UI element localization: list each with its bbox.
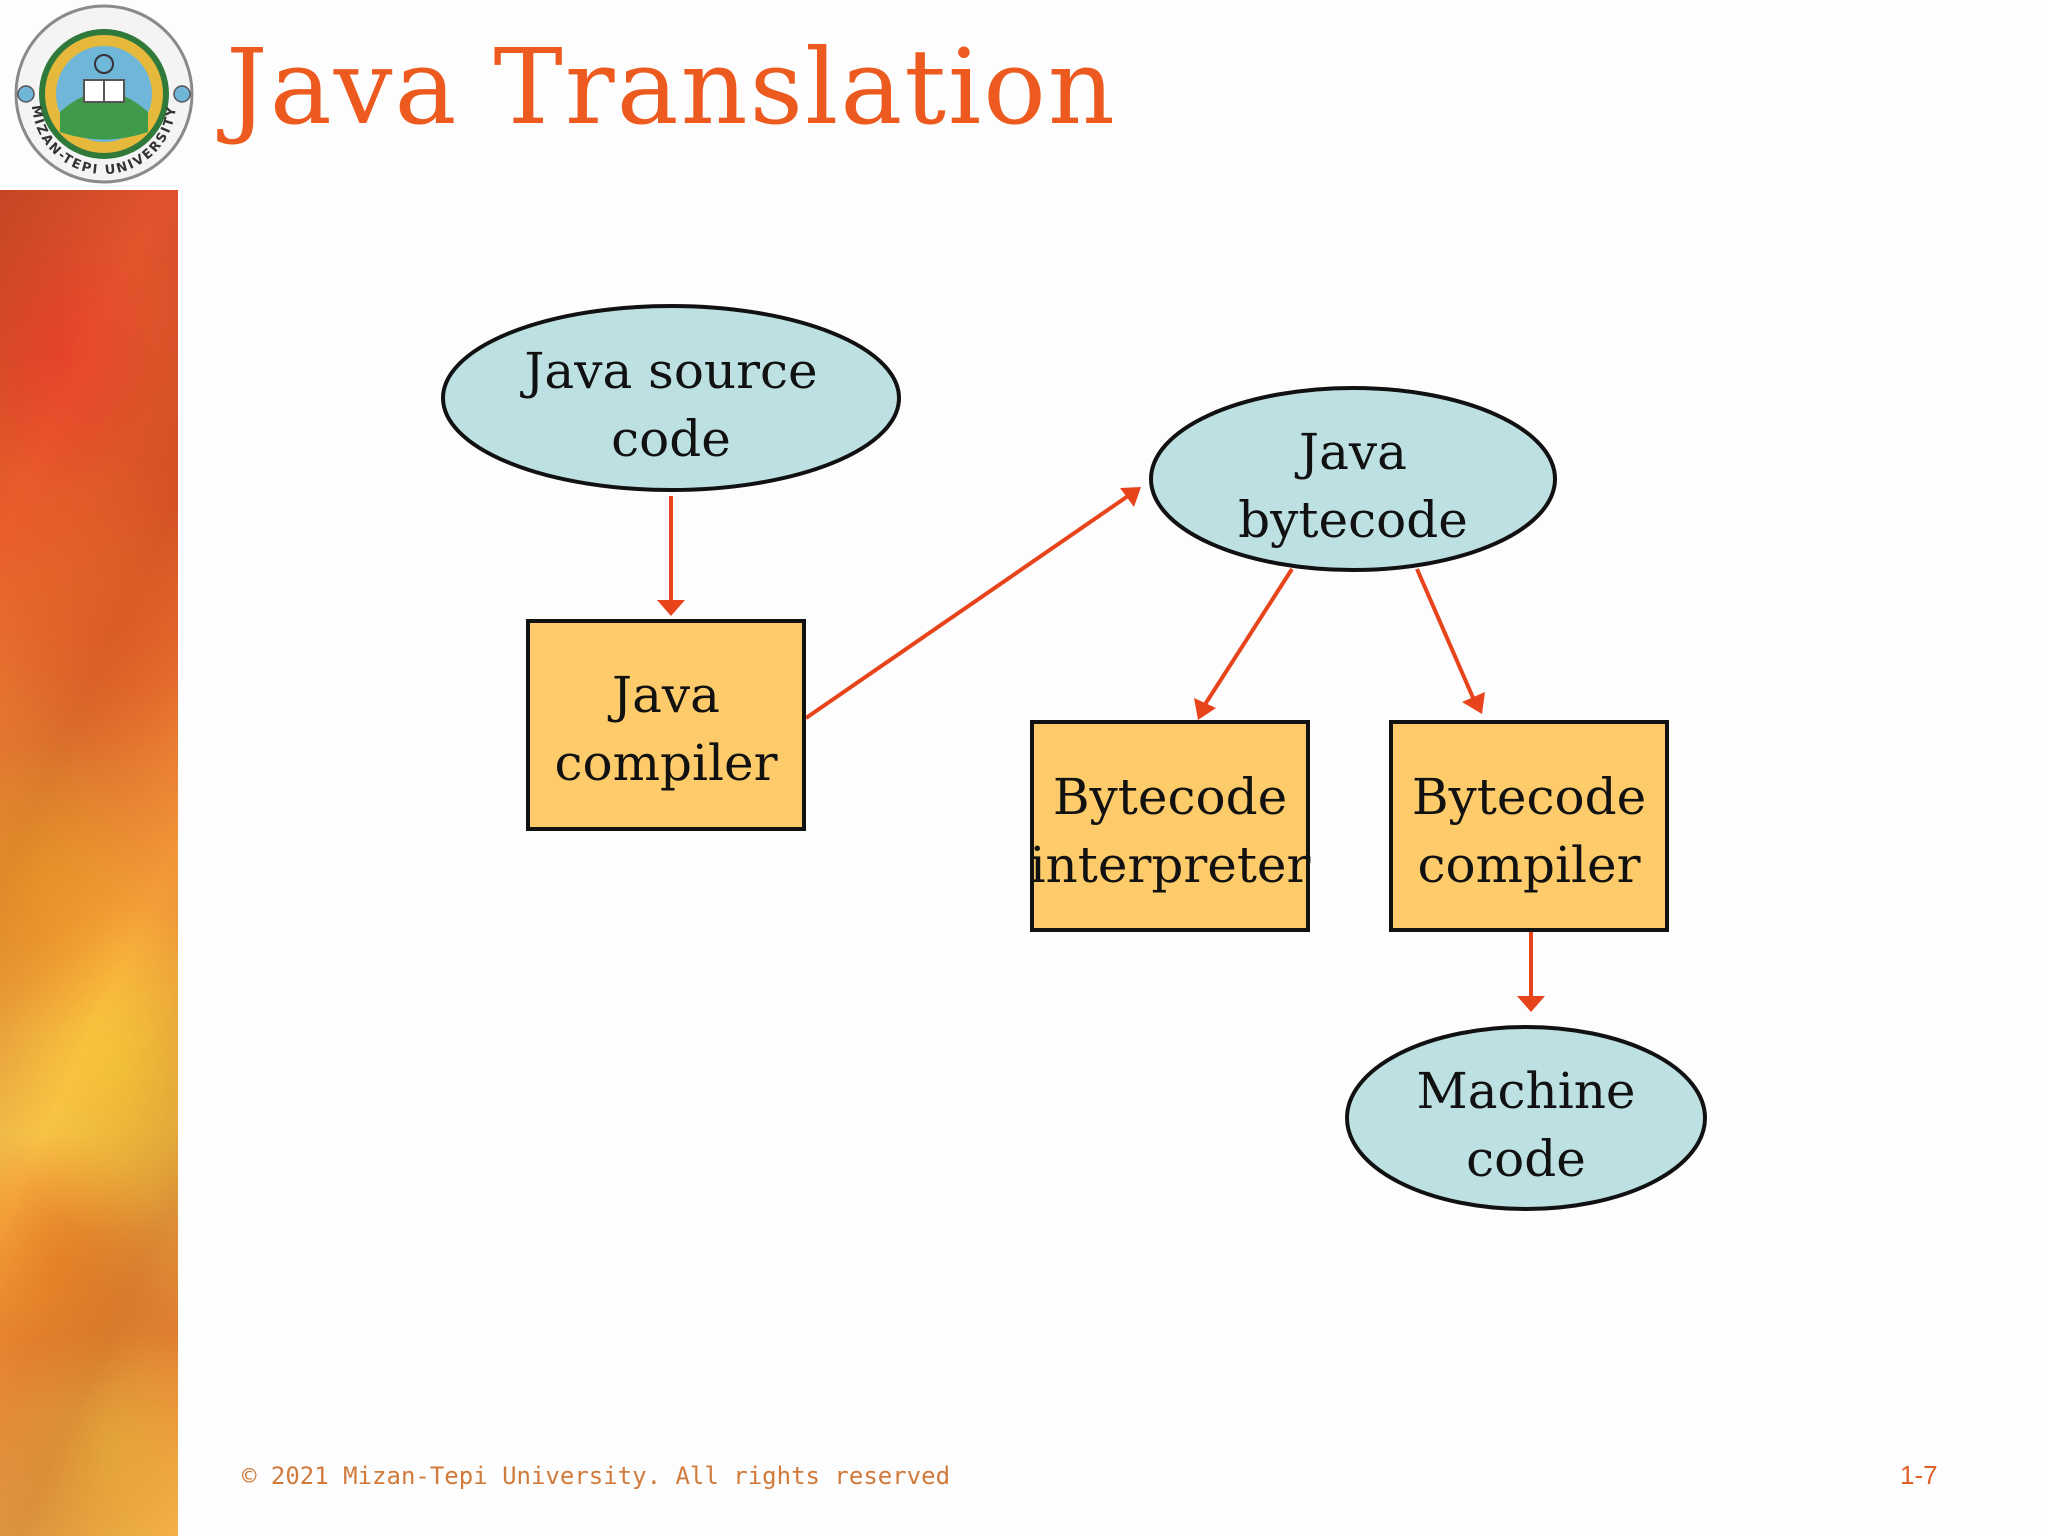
autumn-leaves-sidebar: [0, 190, 178, 1536]
university-logo: MIZAN-TEPI UNIVERSITY: [14, 4, 194, 184]
node-bytecode-interpreter: Bytecode interpreter: [1030, 720, 1311, 932]
arrowhead-compiler-to-bytecode: [1120, 487, 1141, 507]
arrowhead-compiler-to-machine-code: [1517, 996, 1545, 1012]
node-label: code: [611, 410, 731, 468]
node-label: interpreter: [1030, 836, 1311, 894]
node-label: Java source: [519, 342, 817, 400]
node-label: compiler: [1418, 836, 1641, 894]
node-label: Machine: [1417, 1062, 1636, 1120]
arrow-bytecode-to-interpreter: [1202, 567, 1294, 708]
arrowhead-bytecode-to-interpreter: [1194, 698, 1216, 720]
node-label: bytecode: [1238, 491, 1468, 549]
node-label: Java: [1294, 423, 1407, 481]
node-label: compiler: [555, 734, 778, 792]
arrowhead-source-to-compiler: [657, 600, 685, 616]
node-bytecode-compiler: Bytecode compiler: [1389, 720, 1669, 932]
node-label: code: [1466, 1130, 1586, 1188]
node-machine-code: Machine code: [1345, 1025, 1707, 1211]
copyright-footer: © 2021 Mizan-Tepi University. All rights…: [242, 1462, 951, 1490]
node-label: Java: [607, 666, 720, 724]
node-label: Bytecode: [1412, 768, 1646, 826]
slide-title: Java Translation: [226, 26, 1117, 148]
arrow-bytecode-to-compiler: [1415, 568, 1476, 701]
node-java-source-code: Java source code: [441, 304, 901, 492]
page-number: 1-7: [1900, 1460, 1938, 1490]
node-java-compiler: Java compiler: [526, 619, 806, 831]
node-label: Bytecode: [1053, 768, 1287, 826]
node-java-bytecode: Java bytecode: [1149, 386, 1557, 572]
arrowhead-bytecode-to-compiler: [1462, 692, 1485, 714]
arrow-compiler-to-bytecode: [804, 494, 1130, 720]
